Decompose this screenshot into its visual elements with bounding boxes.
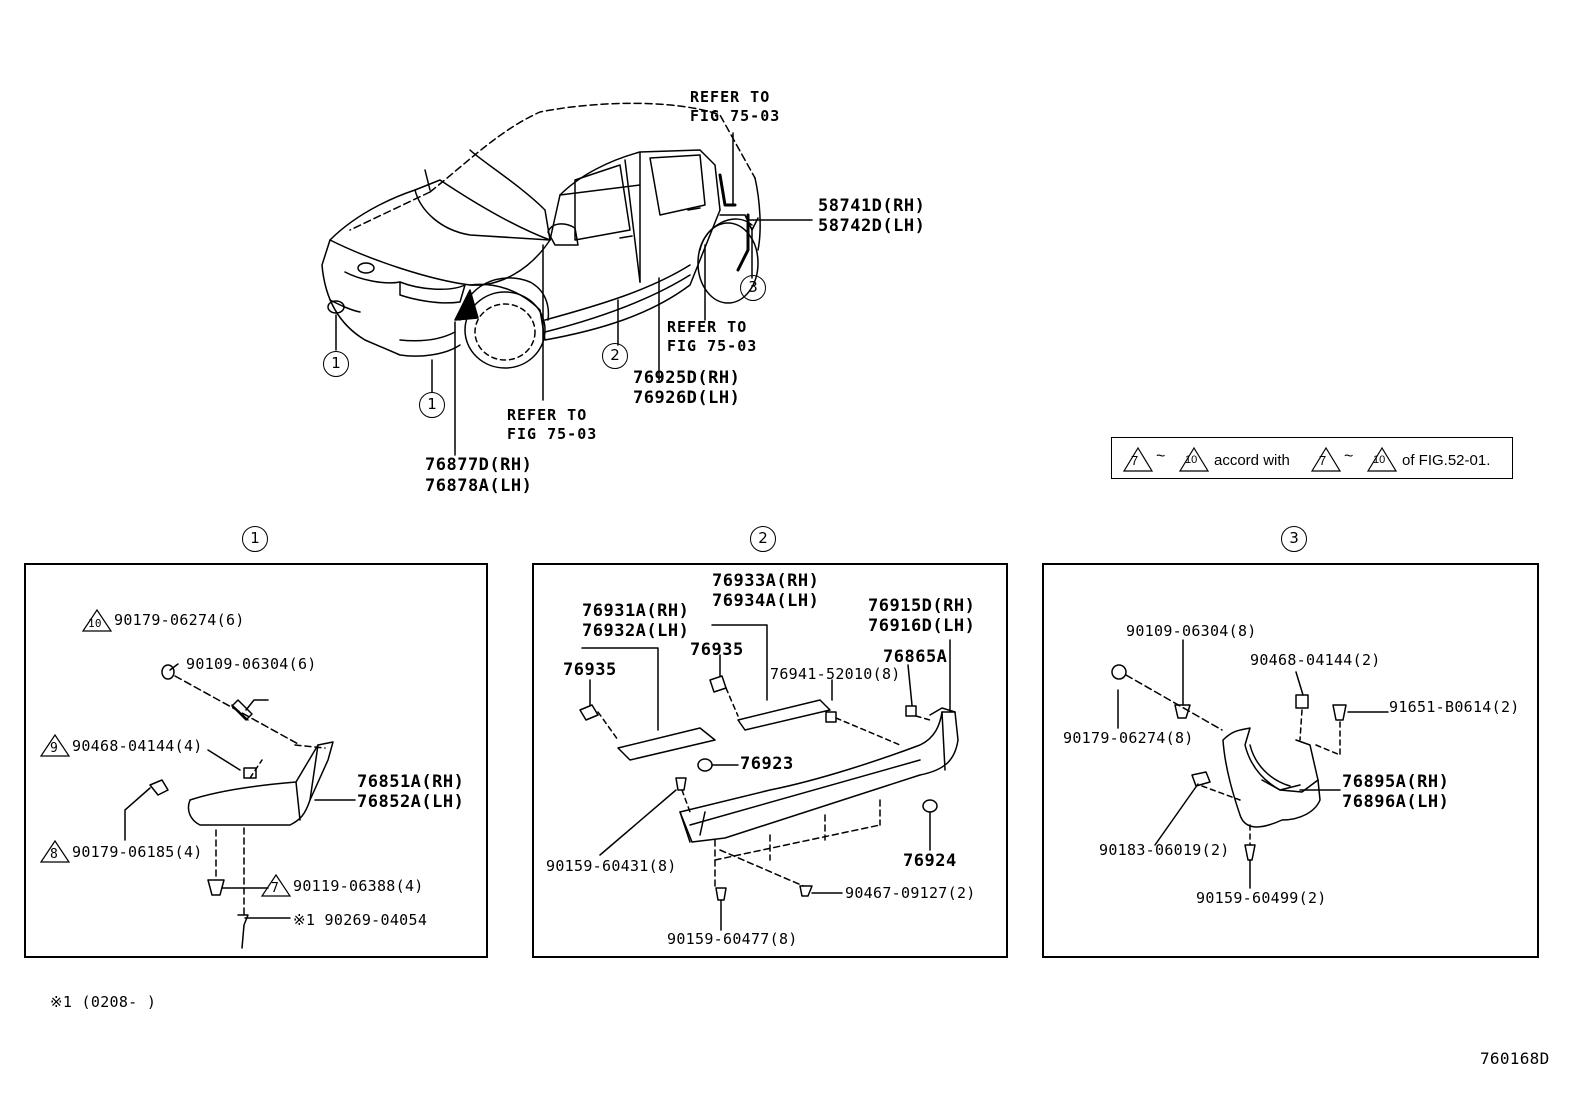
panel1-art	[124, 663, 356, 949]
p2-76932: 76932A(LH)	[582, 621, 690, 641]
p3-90109-06304: 90109-06304(8)	[1126, 622, 1257, 640]
part-76925-label: 76925D(RH)	[633, 368, 741, 388]
p1-76852: 76852A(LH)	[357, 792, 465, 812]
car-outline	[321, 102, 761, 369]
note-tri-b: 10	[1185, 454, 1198, 466]
callout-2-overview: 2	[602, 343, 628, 369]
p1-tri10: 10	[88, 617, 102, 630]
part-76877-label: 76877D(RH)	[425, 455, 533, 475]
p1-90109-06304: 90109-06304(6)	[186, 655, 317, 673]
accord-note-box: 7 ~ 10 accord with 7 ~ 10 of FIG.52-01.	[1111, 437, 1513, 479]
p2-76915: 76915D(RH)	[868, 596, 976, 616]
p1-tri7: 7	[271, 881, 280, 896]
note-tri-a: 7	[1131, 453, 1139, 468]
panel3-art	[1111, 639, 1389, 889]
p2-90159-60477: 90159-60477(8)	[667, 930, 798, 948]
note-tri-d: 10	[1373, 454, 1386, 466]
p1-90269-04054: ※1 90269-04054	[293, 911, 428, 929]
footnote: ※1 (0208- )	[50, 993, 157, 1011]
p1-tri9: 9	[50, 741, 59, 756]
panel1-header-callout: 1	[242, 526, 268, 552]
part-58741-label: 58741D(RH)	[818, 196, 926, 216]
callout-3-overview: 3	[740, 275, 766, 301]
p2-76941: 76941-52010(8)	[770, 665, 901, 683]
p3-90468-04144: 90468-04144(2)	[1250, 651, 1381, 669]
callout-1b-overview: 1	[419, 392, 445, 418]
note-tilde-1: ~	[1156, 448, 1166, 465]
p1-90179-06274: 90179-06274(6)	[114, 611, 245, 629]
p3-90183-06019: 90183-06019(2)	[1099, 841, 1230, 859]
note-tri-c: 7	[1319, 453, 1327, 468]
p3-90159-60499: 90159-60499(2)	[1196, 889, 1327, 907]
p1-90179-06185: 90179-06185(4)	[72, 843, 203, 861]
p2-76916: 76916D(LH)	[868, 616, 976, 636]
panel3-box	[1042, 563, 1539, 958]
p2-76933: 76933A(RH)	[712, 571, 820, 591]
refer-left-label: REFER TO FIG 75-03	[507, 406, 598, 443]
p3-90179-06274: 90179-06274(8)	[1063, 729, 1194, 747]
overview-leaders	[335, 132, 813, 456]
part-58742-label: 58742D(LH)	[818, 216, 926, 236]
p2-76924: 76924	[903, 851, 957, 871]
refer-mid-label: REFER TO FIG 75-03	[667, 318, 758, 355]
p1-90468-04144: 90468-04144(4)	[72, 737, 203, 755]
part-76878-label: 76878A(LH)	[425, 476, 533, 496]
panel1-box	[24, 563, 488, 958]
p1-90119-06388: 90119-06388(4)	[293, 877, 424, 895]
panel2-art	[579, 624, 959, 931]
p2-90467-09127: 90467-09127(2)	[845, 884, 976, 902]
p2-76935-a: 76935	[563, 660, 617, 680]
note-tilde-2: ~	[1344, 448, 1354, 465]
panel3-header-callout: 3	[1281, 526, 1307, 552]
p1-tri8: 8	[50, 847, 59, 862]
p2-90159-60431: 90159-60431(8)	[546, 857, 677, 875]
panel2-header-callout: 2	[750, 526, 776, 552]
note-accord-text: accord with	[1214, 452, 1290, 469]
note-of-text: of FIG.52-01.	[1402, 452, 1491, 469]
refer-top-label: REFER TO FIG 75-03	[690, 88, 781, 125]
figure-code: 760168D	[1480, 1049, 1550, 1068]
p2-76935-b: 76935	[690, 640, 744, 660]
p3-76895: 76895A(RH)	[1342, 772, 1450, 792]
p2-76934: 76934A(LH)	[712, 591, 820, 611]
p3-76896: 76896A(LH)	[1342, 792, 1450, 812]
p1-76851: 76851A(RH)	[357, 772, 465, 792]
part-76926-label: 76926D(LH)	[633, 388, 741, 408]
p2-76923: 76923	[740, 754, 794, 774]
p3-91651-b0614: 91651-B0614(2)	[1389, 698, 1520, 716]
p2-76931: 76931A(RH)	[582, 601, 690, 621]
p2-76865: 76865A	[883, 647, 948, 667]
callout-1a-overview: 1	[323, 351, 349, 377]
panel2-box	[532, 563, 1008, 958]
